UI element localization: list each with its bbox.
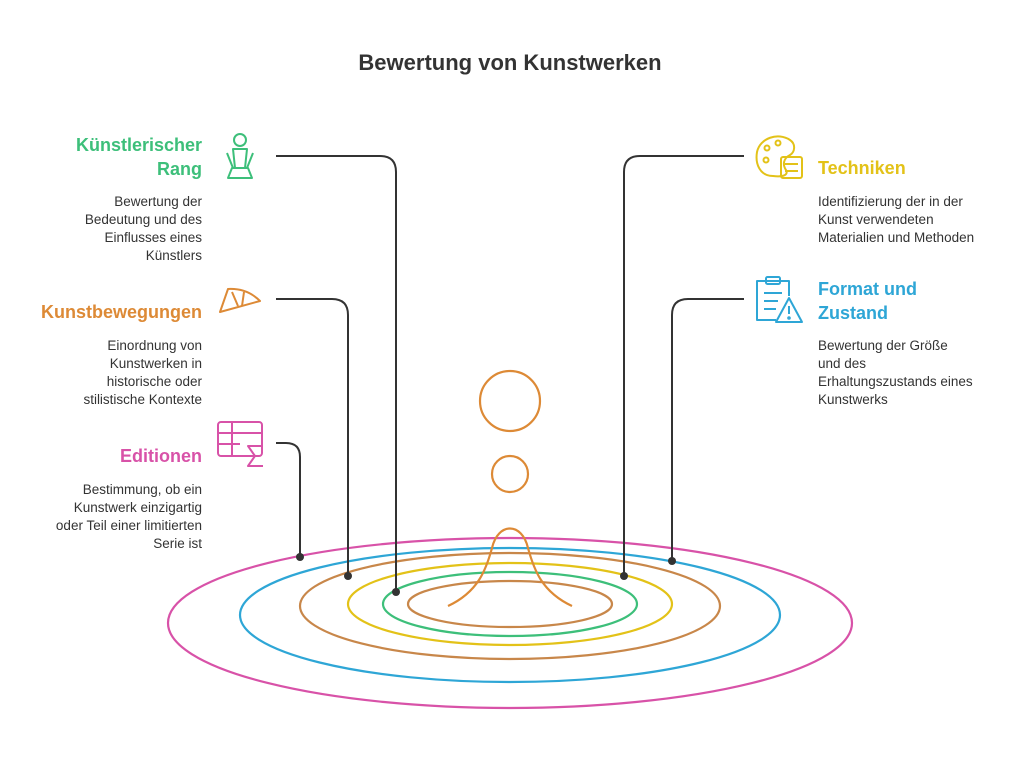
connector-kuenstlerischer-rang (276, 155, 397, 592)
heading-kunstbewegungen: Kunstbewegungen (41, 302, 202, 322)
heading-editionen: Editionen (120, 446, 202, 466)
splash-peak (447, 527, 573, 607)
connector-editionen (276, 442, 301, 557)
connector-techniken (623, 155, 744, 576)
connector-dot-kuenstlerischer-rang (392, 588, 400, 596)
podium-person-icon (226, 133, 254, 179)
fan-brush-icon (219, 287, 261, 313)
connector-dot-techniken (620, 572, 628, 580)
heading-kuenstlerischer-rang: Künstlerischer Rang (75, 135, 202, 179)
table-sigma-icon (217, 421, 263, 467)
droplet-large (478, 369, 542, 433)
connector-dot-kunstbewegungen (344, 572, 352, 580)
ripple-ring-brown (298, 551, 722, 661)
heading-format-und-zustand: Format und Zustand (818, 279, 917, 323)
clipboard-warning-icon (756, 276, 803, 323)
desc-kuenstlerischer-rang: Bewertung der Bedeutung und des Einfluss… (84, 194, 202, 263)
ripple-ring-inner (406, 579, 614, 629)
connector-dot-editionen (296, 553, 304, 561)
ripple-ring-green (381, 570, 639, 638)
desc-kunstbewegungen: Einordnung von Kunstwerken in historisch… (83, 338, 202, 407)
connector-format-und-zustand (671, 298, 744, 561)
desc-format-und-zustand: Bewertung der Größe und des Erhaltungszu… (818, 338, 973, 407)
connector-kunstbewegungen (276, 298, 349, 576)
page-title: Bewertung von Kunstwerken (358, 50, 662, 75)
connector-dot-format-und-zustand (668, 557, 676, 565)
ripple-ring-pink (166, 536, 854, 710)
ripple-ring-yellow (346, 561, 674, 647)
ripple-ring-blue (238, 546, 782, 684)
desc-techniken: Identifizierung der in der Kunst verwend… (818, 194, 975, 245)
desc-editionen: Bestimmung, ob ein Kunstwerk einzigartig… (55, 482, 202, 551)
heading-techniken: Techniken (818, 158, 906, 178)
droplet-small (490, 454, 530, 494)
palette-list-icon (755, 135, 803, 179)
